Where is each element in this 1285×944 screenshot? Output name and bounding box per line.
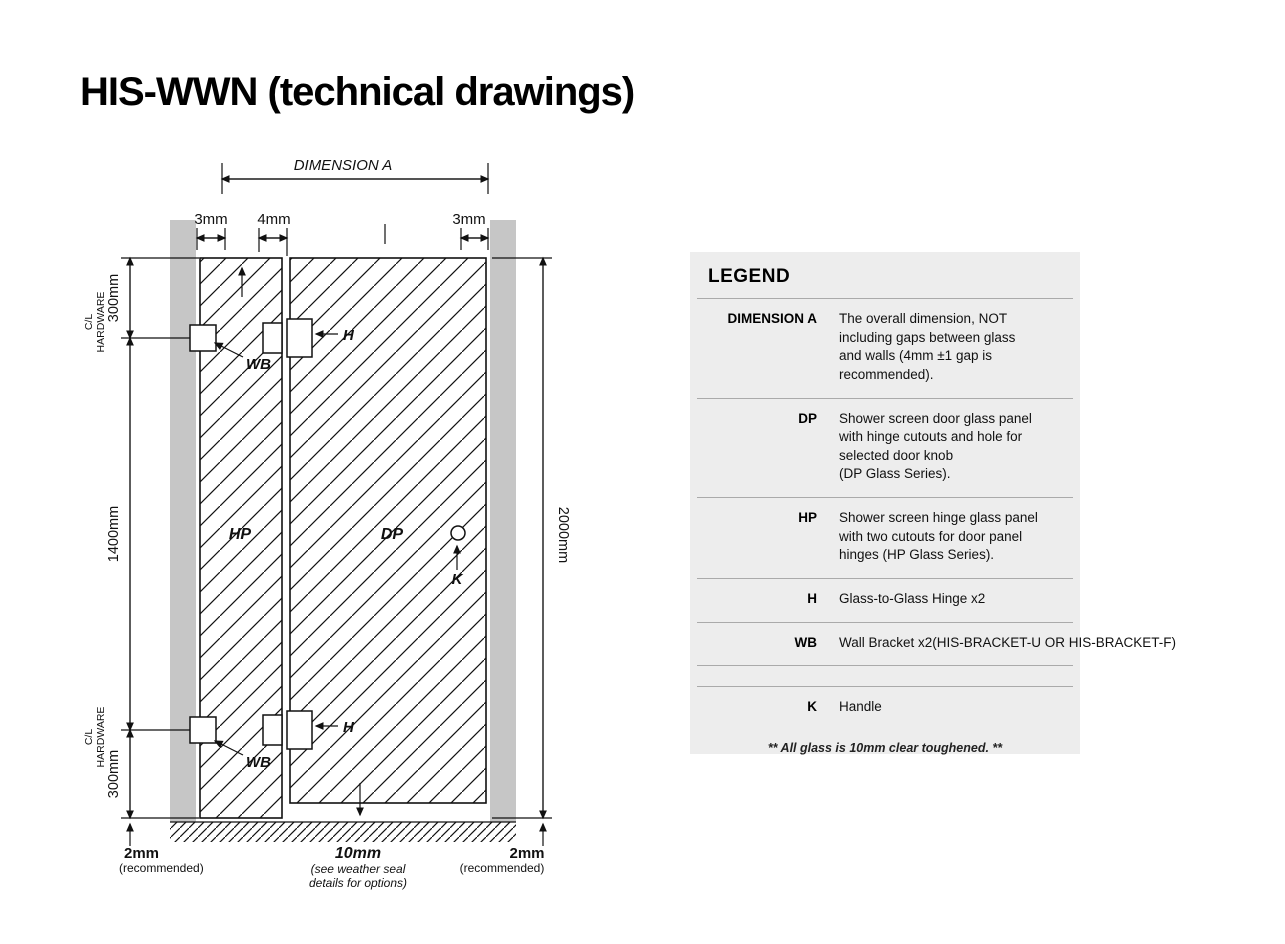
left-dimensions: 300mm 1400mm 300mm C/L HARDWARE C/L HARD… — [83, 256, 199, 846]
legend-term: DIMENSION A — [727, 311, 817, 326]
bottom-left-gap: 2mm — [124, 845, 159, 862]
legend-row-h: H Glass-to-Glass Hinge x2 — [697, 577, 1073, 622]
centerline-hardware-top-line2: HARDWARE — [95, 292, 107, 353]
legend-heading: LEGEND — [708, 266, 791, 287]
right-wall — [490, 220, 516, 822]
legend-description: Wall Bracket x2(HIS-BRACKET-U OR HIS-BRA… — [839, 634, 1177, 650]
hinges: H H — [262, 318, 355, 750]
legend-description: The overall dimension, NOT including gap… — [839, 311, 1016, 382]
legend-term: DP — [798, 410, 817, 426]
legend-term: WB — [794, 634, 818, 650]
legend-row-wb: WB Wall Bracket x2(HIS-BRACKET-U OR HIS-… — [697, 621, 1176, 666]
legend-row-hp: HP Shower screen hinge glass panel with … — [697, 497, 1073, 578]
bottom-center-gap: 10mm — [335, 845, 381, 862]
legend-footnote: ** All glass is 10mm clear toughened. ** — [767, 741, 1003, 755]
gap-middle-label: 4mm — [257, 211, 290, 228]
hinge-top-left-plate — [262, 322, 283, 354]
dim-300mm-top: 300mm — [106, 274, 122, 322]
floor-hatch — [170, 822, 516, 842]
dim-2000mm: 2000mm — [555, 507, 571, 563]
hinge-bottom-right-plate — [286, 710, 313, 750]
legend-row-dp: DP Shower screen door glass panel with h… — [697, 397, 1073, 498]
legend-row-k: K Handle — [697, 686, 1073, 730]
bottom-right-gap: 2mm — [509, 845, 544, 862]
handle-hole — [450, 525, 466, 541]
wall-bracket-bottom — [189, 716, 217, 744]
legend-description: Handle — [839, 699, 882, 715]
legend-description: Shower screen hinge glass panel with two… — [839, 510, 1038, 563]
wall-bracket-top — [189, 324, 217, 352]
technical-drawing: HP DP DIMENSION A 3mm 4mm 3mm — [83, 157, 571, 890]
legend-description: Glass-to-Glass Hinge x2 — [839, 590, 986, 606]
hinge-top-label: H — [343, 327, 355, 344]
centerline-hardware-bottom-line2: HARDWARE — [95, 707, 107, 768]
floor — [170, 821, 516, 842]
legend-description: Shower screen door glass panel with hing… — [839, 410, 1032, 482]
bottom-left-note: (recommended) — [119, 861, 204, 875]
top-gap-dimensions: 3mm 4mm 3mm — [194, 211, 490, 256]
page-title: HIS-WWN (technical drawings) — [80, 70, 635, 114]
hinge-panel-label: HP — [229, 526, 252, 543]
legend-term: HP — [798, 510, 817, 525]
legend-row-dimension-a: DIMENSION A The overall dimension, NOT i… — [697, 298, 1073, 398]
centerline-hardware-top-line1: C/L — [83, 314, 95, 331]
handle-label: K — [452, 571, 464, 588]
legend-spacer-row — [697, 665, 1073, 686]
wall-bracket-top-label: WB — [246, 356, 271, 373]
hinge-bottom-label: H — [343, 719, 355, 736]
dim-300mm-bottom: 300mm — [106, 750, 122, 798]
wall-brackets: WB WB — [189, 324, 271, 771]
dim-1400mm: 1400mm — [106, 506, 122, 562]
dimension-a: DIMENSION A — [220, 157, 490, 194]
centerline-hardware-bottom-line1: C/L — [83, 729, 95, 746]
legend-panel: LEGEND DIMENSION A The overall dimension… — [690, 252, 1176, 754]
door-panel-label: DP — [381, 526, 404, 543]
dimension-a-label: DIMENSION A — [294, 157, 393, 174]
right-dimension: 2000mm — [492, 256, 571, 846]
hinge-bottom-left-plate — [262, 714, 283, 746]
handle: K — [450, 525, 466, 588]
bottom-center-note-line2: details for options) — [309, 876, 407, 890]
wall-bracket-bottom-label: WB — [246, 754, 271, 771]
gap-right-label: 3mm — [452, 211, 485, 228]
legend-term: H — [807, 590, 817, 606]
hinge-top-right-plate — [286, 318, 313, 358]
bottom-notes: 2mm (recommended) 10mm (see weather seal… — [119, 845, 545, 890]
gap-left-label: 3mm — [194, 211, 227, 228]
bottom-center-note-line1: (see weather seal — [311, 862, 406, 876]
bottom-right-note: (recommended) — [460, 861, 545, 875]
legend-term: K — [807, 699, 817, 715]
walls — [170, 220, 516, 822]
